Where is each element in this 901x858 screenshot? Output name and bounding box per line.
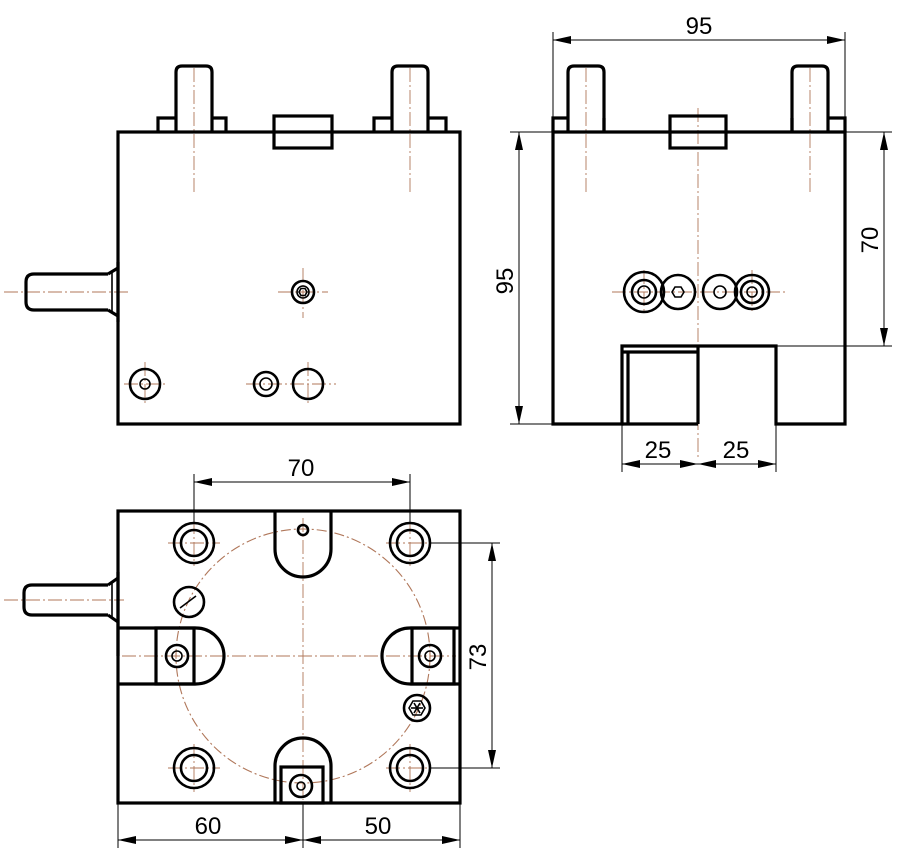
top-view: 70 73 60 50	[4, 455, 500, 848]
side-bore-right-icon	[701, 273, 739, 311]
front-hole-left-icon	[128, 367, 162, 401]
front-hole-right-icon	[291, 367, 325, 401]
dim-side-height-right: 70	[857, 227, 884, 254]
top-slot-lower	[273, 736, 333, 803]
side-bore-left-icon	[622, 270, 666, 314]
side-center-key	[668, 114, 728, 150]
dim-bottom-right: 50	[365, 813, 392, 840]
top-shaft	[22, 583, 108, 617]
dim-side-width: 95	[686, 13, 713, 40]
corner-hole-bl-icon	[172, 746, 216, 790]
top-slot-upper	[273, 511, 333, 579]
front-hole-small-icon	[252, 370, 280, 398]
side-pin-left	[566, 64, 606, 132]
dim-hole-spacing-right: 73	[465, 644, 492, 671]
dim-slot-right: 25	[723, 437, 750, 464]
front-pin-left	[174, 64, 214, 132]
front-center-key	[272, 114, 334, 150]
side-view: 95 95 70 25 25	[492, 13, 892, 472]
front-socket-screw-icon	[290, 279, 316, 305]
front-flange-left	[156, 116, 228, 132]
hex-nut-icon	[402, 693, 432, 723]
front-shaft	[24, 272, 108, 312]
dim-side-height: 95	[492, 268, 519, 295]
dim-hole-spacing-top: 70	[288, 455, 315, 482]
front-view	[4, 64, 462, 426]
top-slot-right	[380, 626, 460, 686]
front-flange-right	[372, 116, 448, 132]
front-block	[116, 130, 462, 426]
dim-bottom-left: 60	[195, 813, 222, 840]
top-slot-left	[118, 626, 226, 686]
pin-hole-icon	[172, 585, 206, 619]
front-pin-right	[390, 64, 430, 132]
dim-slot-left: 25	[645, 437, 672, 464]
side-pin-right	[790, 64, 830, 132]
